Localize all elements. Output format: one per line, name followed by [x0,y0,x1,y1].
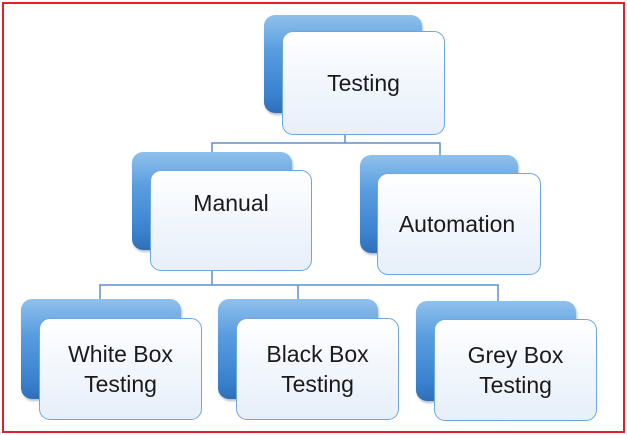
node-manual-card: Manual [150,170,312,271]
node-black-box-label-line2: Testing [281,371,354,397]
node-white-box-card: White Box Testing [39,318,202,420]
node-grey-box-label-line1: Grey Box [467,342,564,368]
node-testing: Testing [264,15,446,137]
node-black-box-card: Black Box Testing [236,318,399,420]
node-white-box-label-line1: White Box [68,341,173,367]
node-manual-label: Manual [193,189,269,216]
node-black-box-label-line1: Black Box [266,341,369,367]
node-manual: Manual [132,152,314,272]
node-grey-box-label-line2: Testing [479,372,552,398]
node-white-box-label-line2: Testing [84,371,157,397]
node-grey-box-card: Grey Box Testing [434,319,597,421]
node-automation-label: Automation [398,211,516,237]
connector-manual-to-level3 [99,284,499,303]
node-testing-card: Testing [282,31,445,135]
node-testing-label: Testing [327,70,400,96]
node-grey-box-testing: Grey Box Testing [416,301,598,423]
node-automation-card: Automation [377,173,541,275]
connector-root-to-level2 [211,142,441,160]
node-automation: Automation [360,155,542,276]
node-white-box-testing: White Box Testing [21,299,203,421]
node-black-box-testing: Black Box Testing [218,299,400,421]
